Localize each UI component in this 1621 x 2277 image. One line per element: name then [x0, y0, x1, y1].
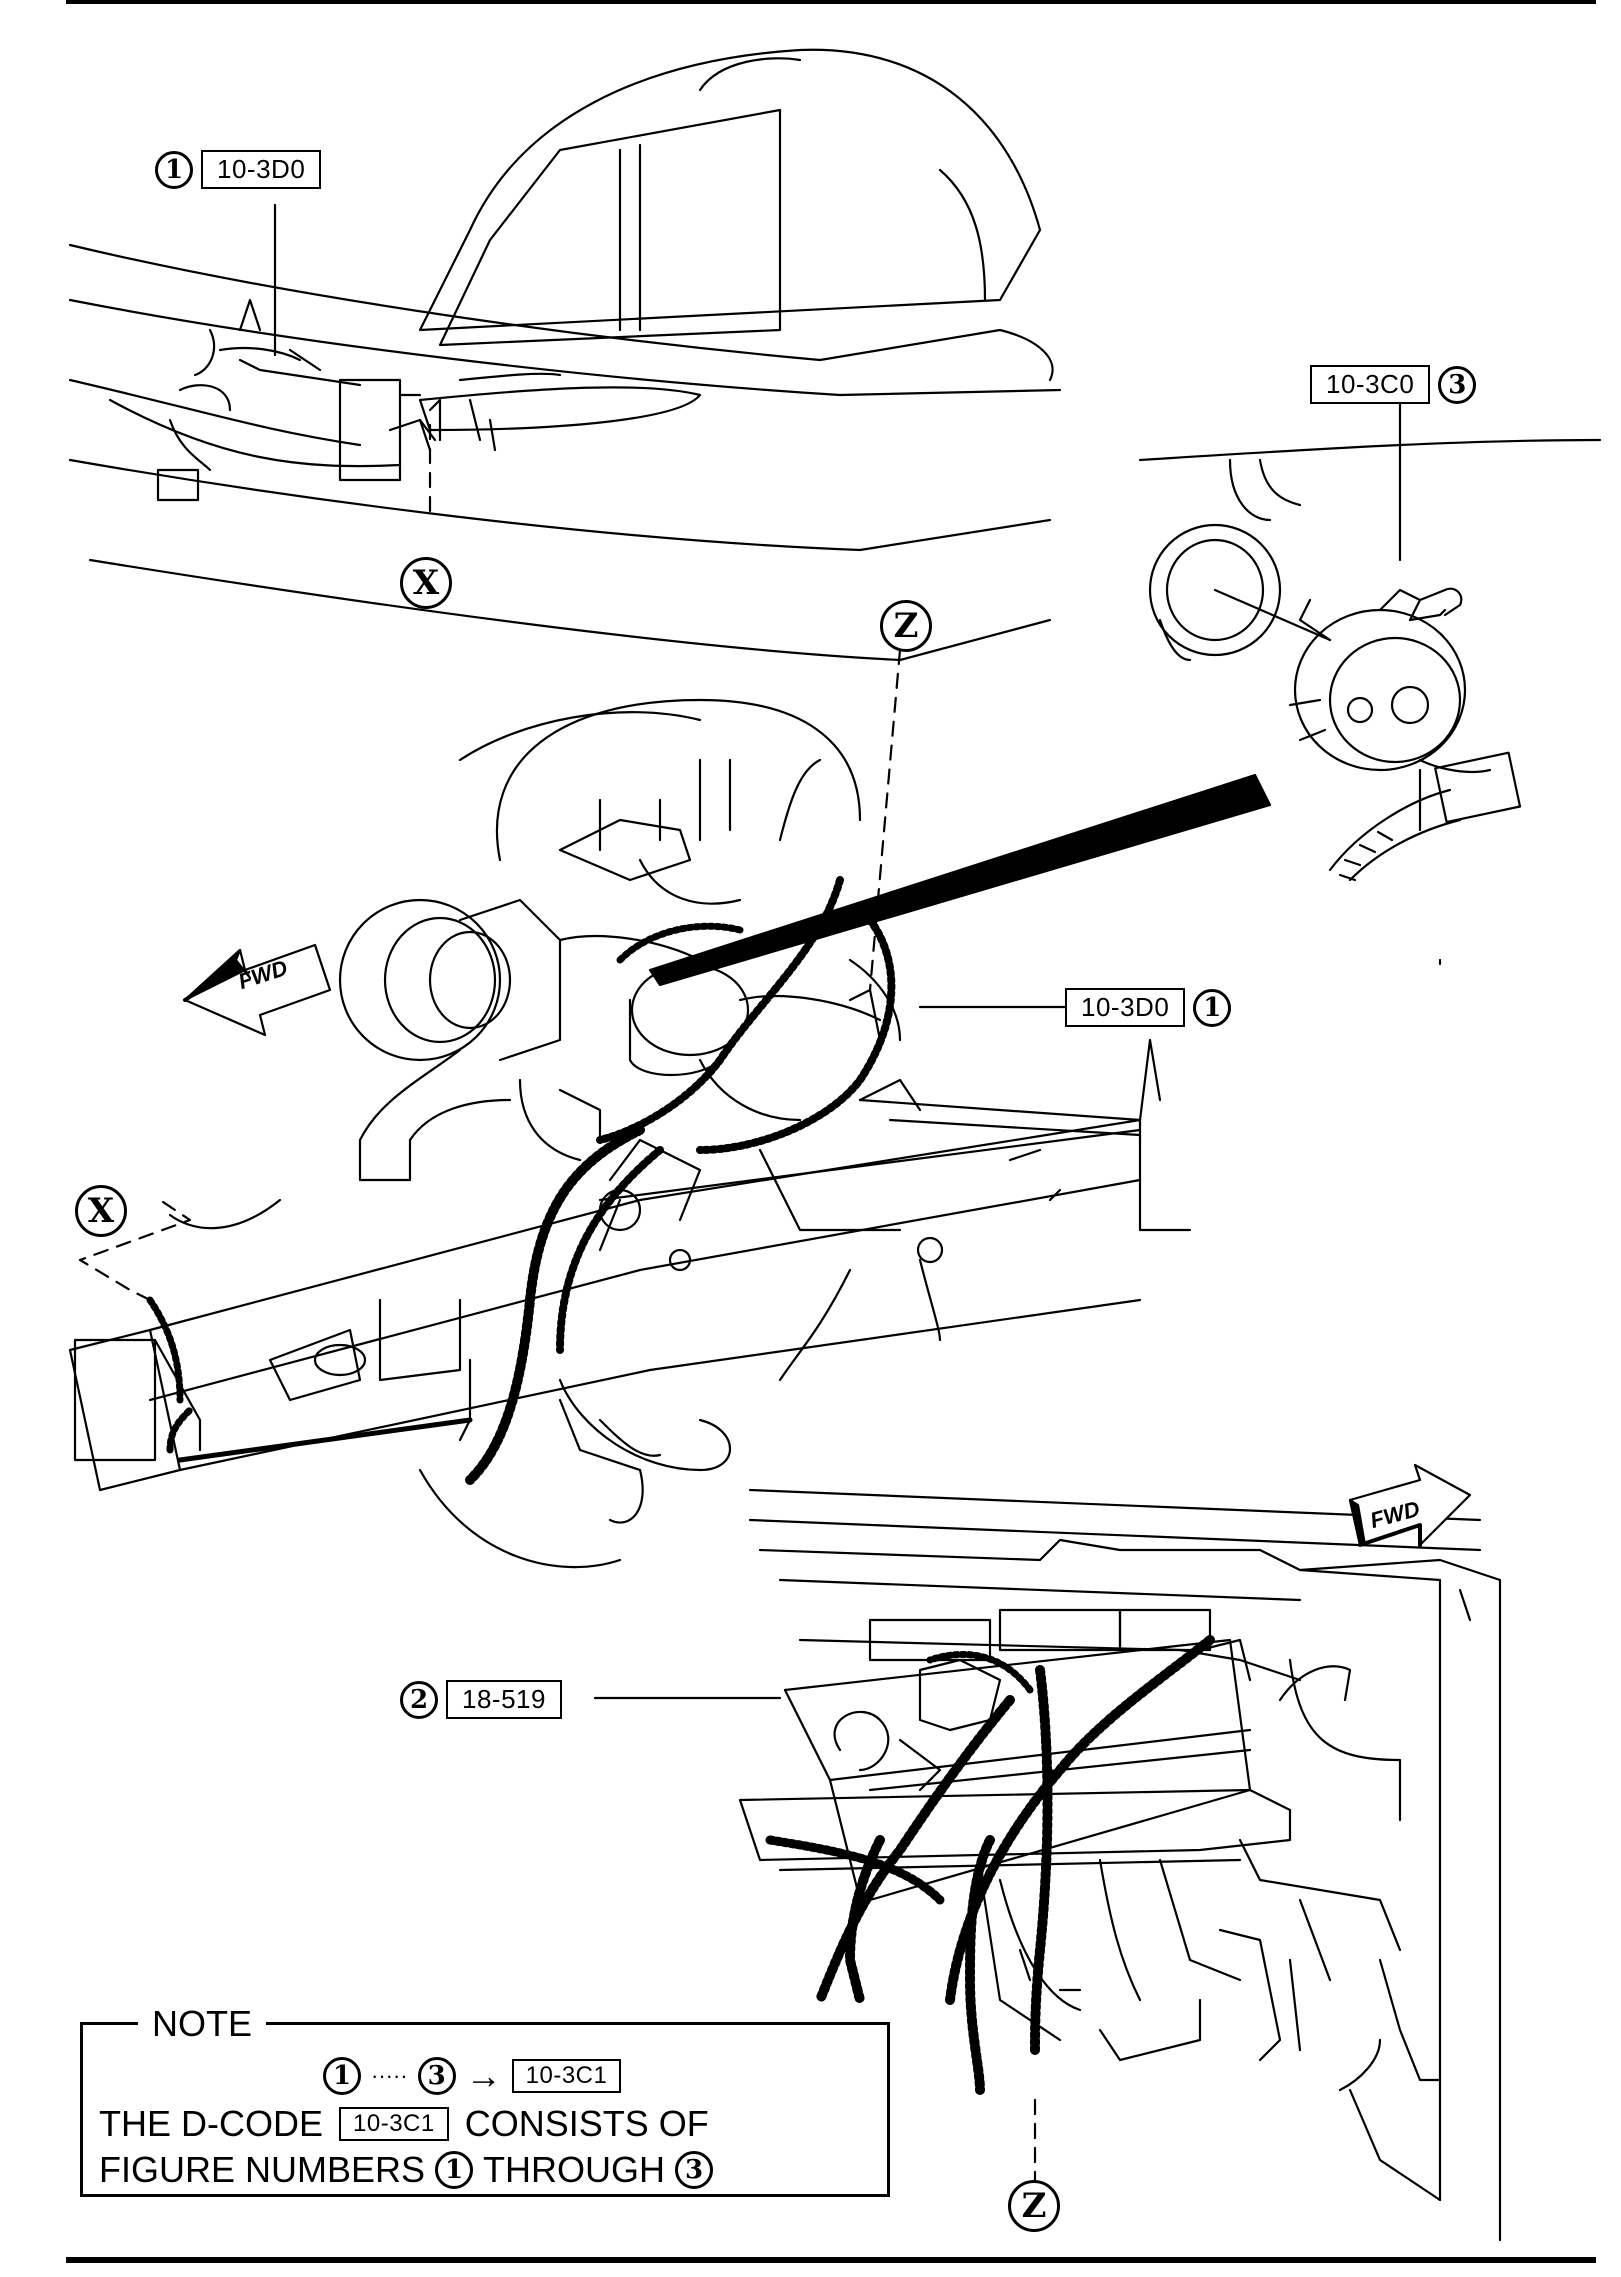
- note-text: CONSISTS OF: [464, 2103, 709, 2144]
- marker-x-left: X: [75, 1185, 127, 1237]
- fwd-arrow-left: [183, 943, 332, 1037]
- figure-number-3: 3: [675, 2151, 714, 2189]
- figure-number-1: 1: [435, 2151, 474, 2189]
- engine-compartment-drawing: [68, 648, 1192, 1569]
- callout-2: 2 18-519: [400, 1680, 562, 1719]
- note-box: NOTE 1 ····· 3 → 10-3C1 THE D-CODE 10-3C…: [80, 2003, 890, 2197]
- dcode-box: 10-3D0: [1065, 988, 1186, 1027]
- fwd-arrow-right: [1348, 1463, 1472, 1547]
- note-text: FIGURE NUMBERS: [99, 2149, 426, 2190]
- note-title: NOTE: [138, 2003, 267, 2045]
- battery-compartment-drawing: [738, 1488, 1502, 2242]
- marker-x-top: X: [400, 557, 452, 609]
- dcode-box: 10-3D0: [201, 150, 322, 189]
- note-line-2: THE D-CODE 10-3C1 CONSISTS OF: [99, 2103, 709, 2145]
- dcode-box: 10-3C1: [339, 2107, 449, 2141]
- note-range-row: 1 ····· 3 → 10-3C1: [323, 2055, 622, 2097]
- callout-1-top: 1 10-3D0: [155, 150, 322, 189]
- callout-3: 10-3C0 3: [1310, 365, 1477, 404]
- figure-number-1: 1: [1193, 988, 1232, 1027]
- socket-detail-drawing: [1138, 438, 1602, 972]
- dcode-box: 10-3C1: [511, 2059, 622, 2093]
- note-text: THE D-CODE: [99, 2103, 323, 2144]
- leader-lines: [593, 390, 1402, 1700]
- note-line-3: FIGURE NUMBERS 1 THROUGH 3: [99, 2149, 714, 2191]
- arrow-icon: →: [465, 2055, 502, 2096]
- bottom-rule: [66, 2257, 1596, 2263]
- top-rule: [66, 0, 1596, 4]
- marker-z-bottom: Z: [1008, 2180, 1060, 2232]
- dcode-box: 18-519: [446, 1680, 562, 1719]
- figure-number-3: 3: [417, 2057, 456, 2095]
- figure-number-3: 3: [1438, 365, 1477, 404]
- range-dots: ·····: [371, 2063, 408, 2088]
- marker-z-top: Z: [880, 600, 932, 652]
- note-text: THROUGH: [483, 2149, 666, 2190]
- callout-1-mid: 10-3D0 1: [1065, 988, 1232, 1027]
- vehicle-rear-drawing: [68, 48, 1062, 662]
- dcode-box: 10-3C0: [1310, 365, 1431, 404]
- figure-number-2: 2: [400, 1680, 438, 1719]
- figure-number-1: 1: [155, 150, 193, 189]
- figure-number-1: 1: [323, 2057, 361, 2095]
